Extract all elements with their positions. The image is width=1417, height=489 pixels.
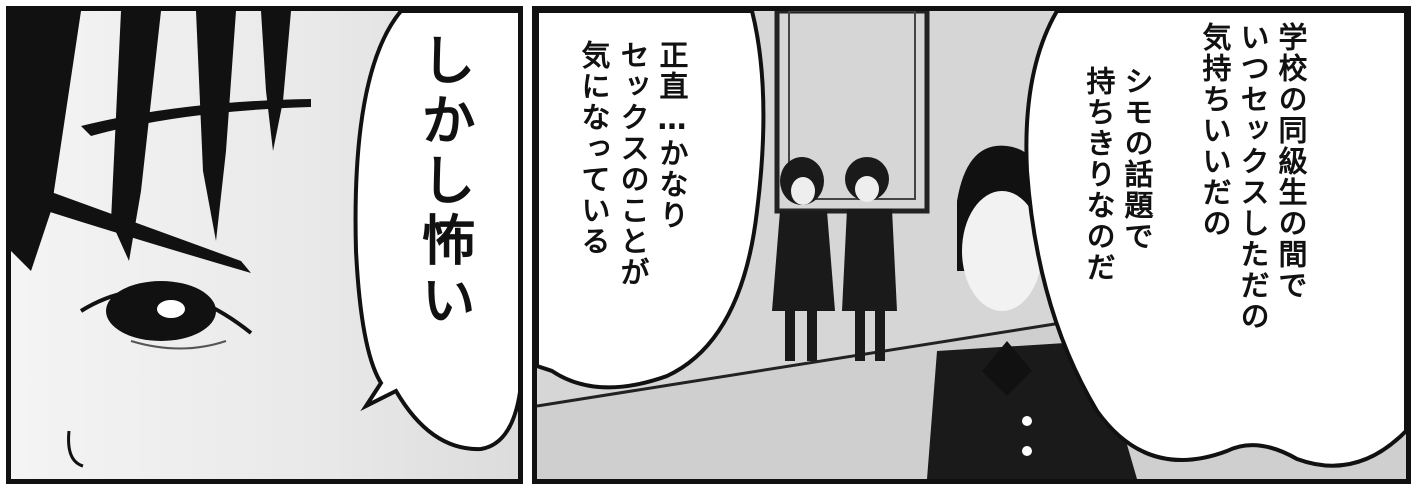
balloon-line: 正直…かなり <box>655 40 689 231</box>
balloon-line: 学校の同級生の間で <box>1274 22 1308 301</box>
balloon-line: 気持ちいいだの <box>1198 22 1232 239</box>
speech-balloon-text-right-2: シモの話題で 持ちきりなのだ <box>1080 66 1156 283</box>
balloon-line: 持ちきりなのだ <box>1082 66 1116 283</box>
speech-balloon-text-right: 学校の同級生の間で いつセックスしただの 気持ちいいだの <box>1196 22 1310 332</box>
speech-balloon-text-left: しかし怖い <box>412 32 475 332</box>
balloon-line: シモの話題で <box>1120 66 1154 252</box>
school-hallway-illustration <box>537 11 1406 479</box>
balloon-line: 気になっている <box>577 40 611 257</box>
speech-balloon-text-center: 正直…かなり セックスのことが 気になっている <box>574 40 691 288</box>
eye-closeup-illustration <box>11 11 518 468</box>
manga-panel-left <box>6 6 523 484</box>
manga-panel-right <box>532 6 1411 484</box>
balloon-line: いつセックスしただの <box>1236 22 1270 332</box>
balloon-line: セックスのことが <box>616 40 650 288</box>
